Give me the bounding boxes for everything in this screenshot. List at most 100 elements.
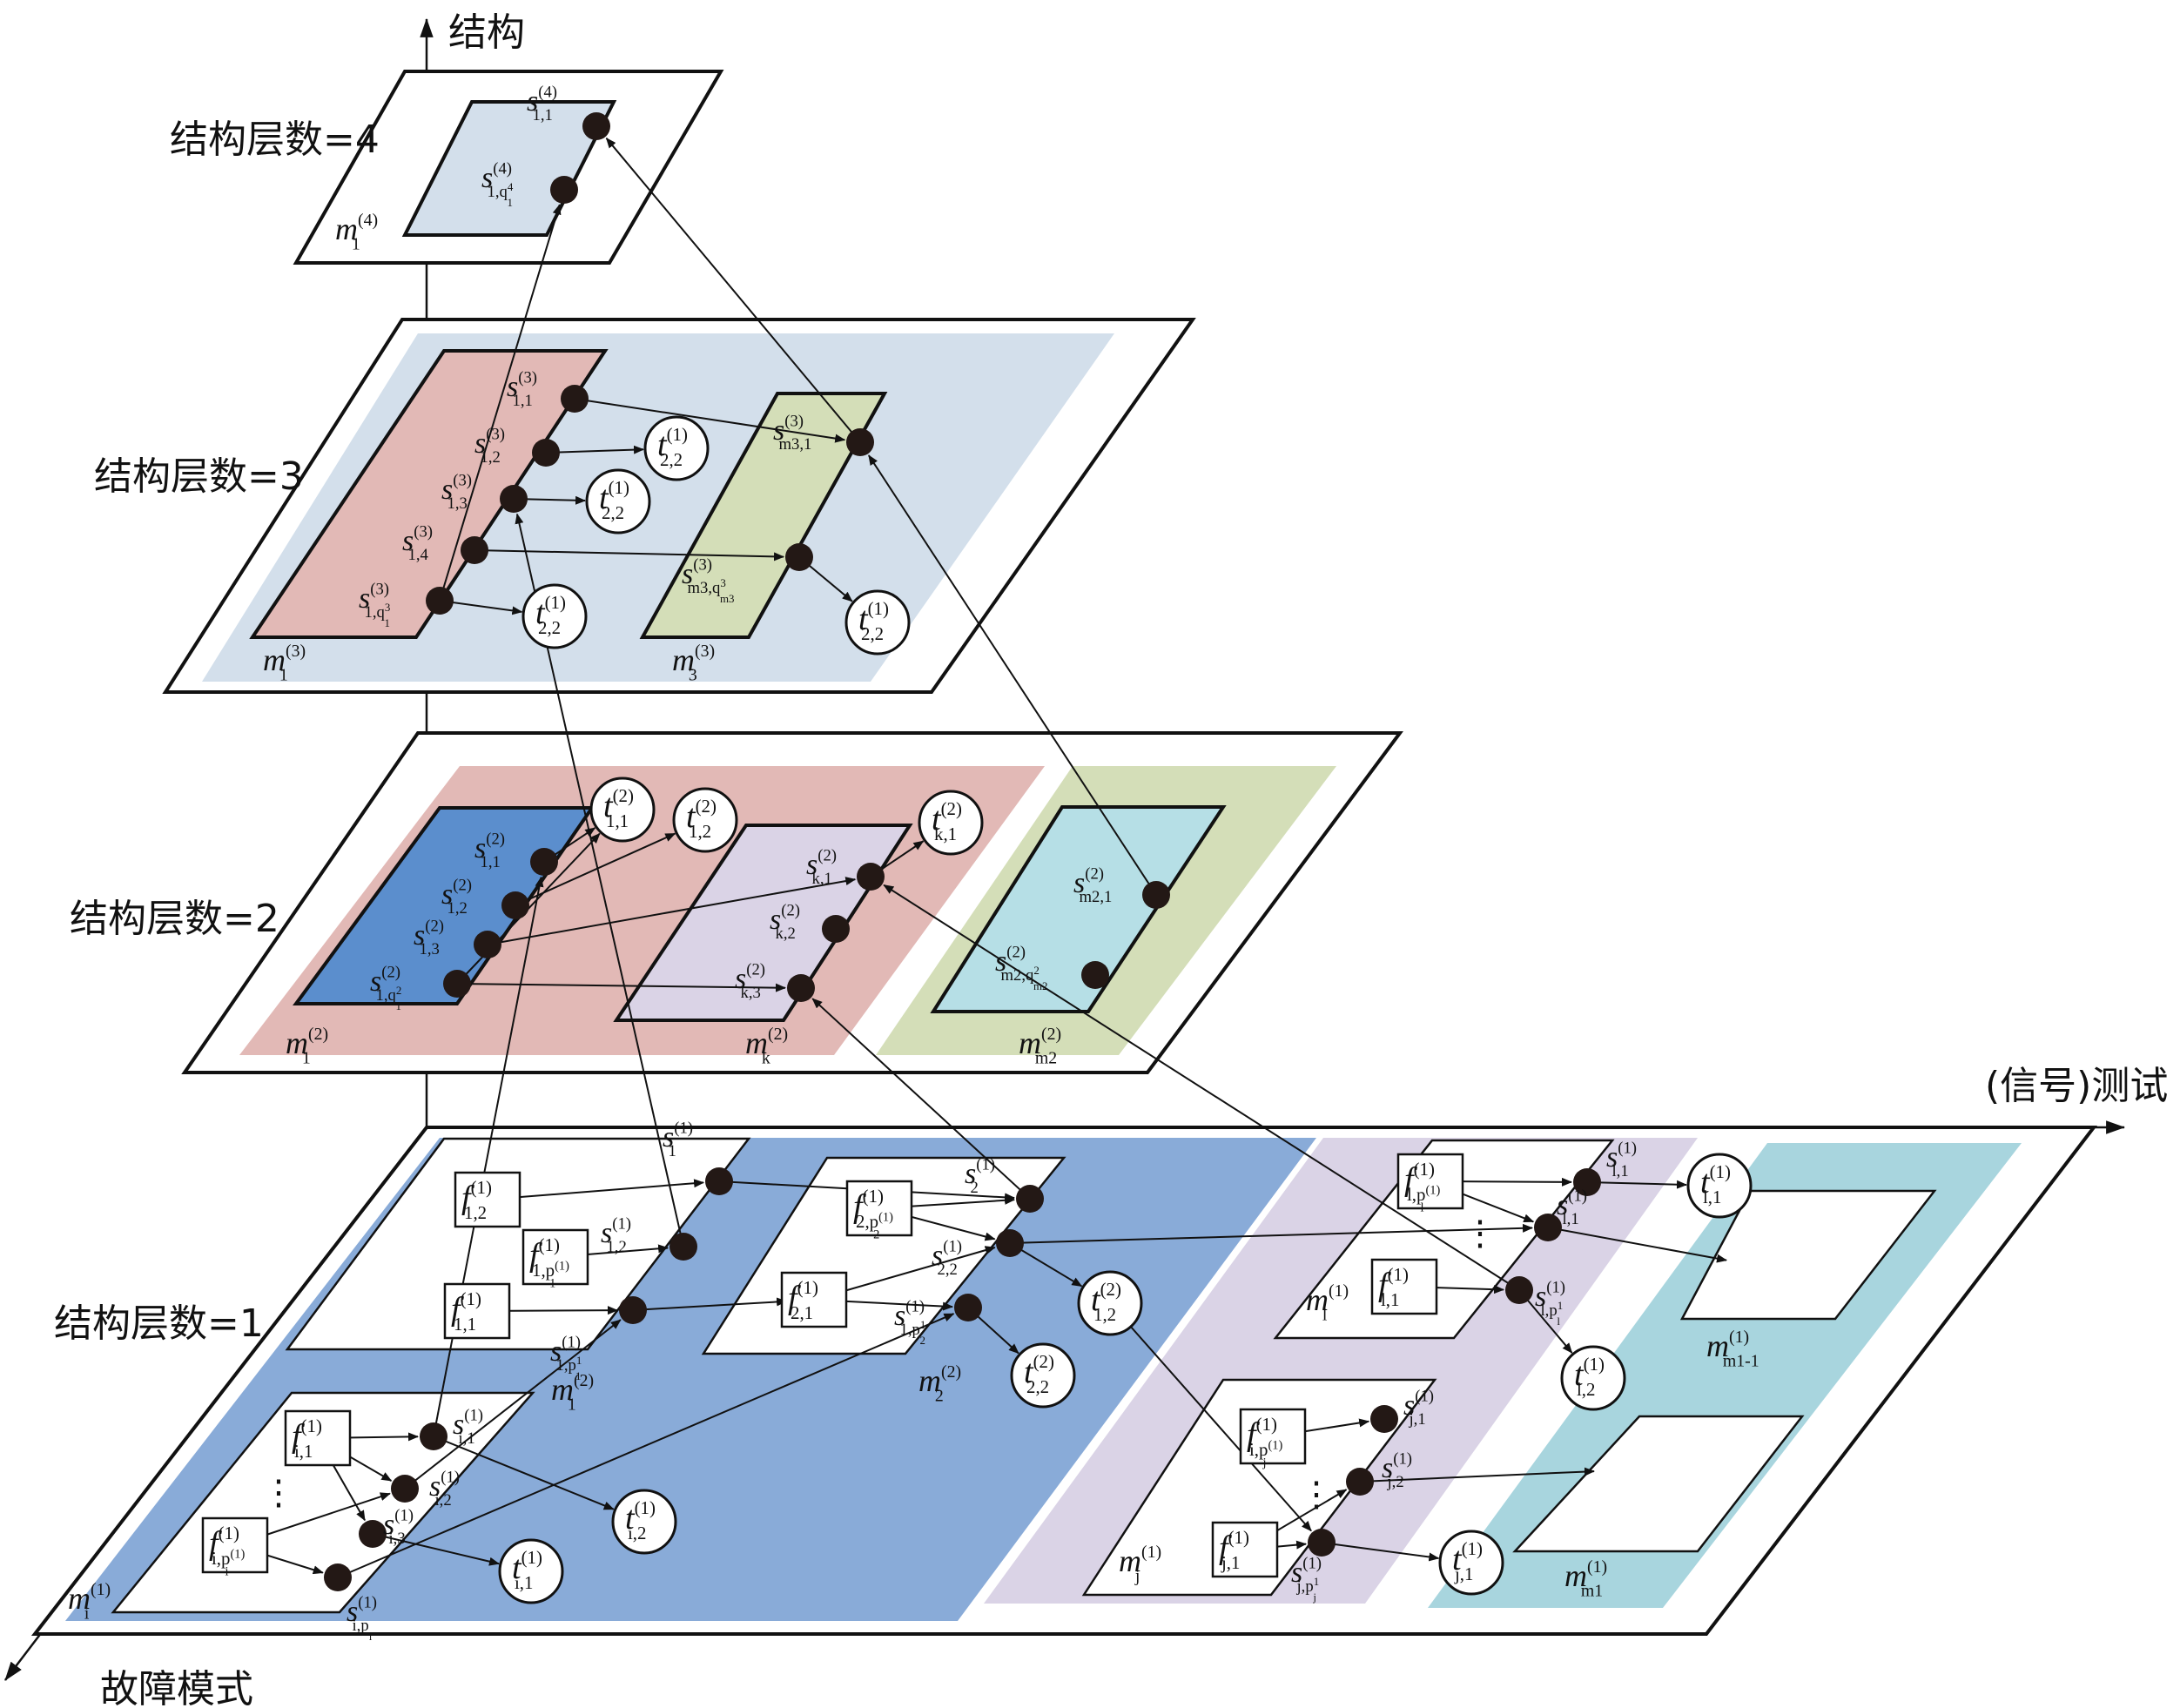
module-mk-2 bbox=[613, 824, 913, 1022]
edge-si1_1-s11_2 bbox=[433, 876, 544, 1437]
test-label-ti1_1: t(1)i,1 bbox=[512, 1547, 542, 1593]
level-2-plane: 结构层数=2 bbox=[70, 731, 1403, 1074]
fault-box-fip bbox=[201, 1516, 269, 1574]
signal-node-sjp_1 bbox=[1308, 1529, 1336, 1557]
signal-label-s14_3: s(3)1,4 bbox=[402, 523, 433, 564]
signal-label-sB_1: s(1)1,2 bbox=[601, 1215, 631, 1256]
signal-node-s1q_2 bbox=[443, 970, 471, 998]
edge-sjp_1-tj1_1 bbox=[1321, 1542, 1440, 1562]
edge-s1q_2-sk3_2 bbox=[456, 983, 787, 992]
level-2-label: 结构层数=2 bbox=[70, 897, 279, 941]
module-m1-3 bbox=[249, 349, 609, 639]
fault-label-f2p: f(1)2,p(1)2 bbox=[853, 1186, 893, 1241]
signal-node-s1q_4 bbox=[550, 176, 578, 204]
signal-node-sip_1 bbox=[324, 1563, 352, 1591]
test-label-t22_2: t(2)2,2 bbox=[1024, 1351, 1054, 1397]
signal-node-sl1b_1 bbox=[1534, 1214, 1562, 1241]
level-3-label: 结构层数=3 bbox=[94, 454, 304, 499]
signal-node-s1q_3 bbox=[426, 587, 454, 615]
edge-si2_1-sC_1 bbox=[404, 1319, 622, 1489]
test-label-t11_2: t(2)1,1 bbox=[603, 785, 634, 831]
test-circle-t22b bbox=[585, 468, 651, 535]
fault-box-fj1 bbox=[1211, 1521, 1279, 1578]
signal-label-sl1_1: s(1)l,1 bbox=[1606, 1140, 1637, 1180]
fault-label-f1p: f(1)1,p(1)1 bbox=[529, 1234, 569, 1290]
test-label-tk1_2: t(2)k,1 bbox=[932, 798, 962, 844]
signal-label-sA_1: s(1)1 bbox=[663, 1120, 693, 1160]
module-m3-3 bbox=[639, 392, 888, 639]
fault-box-f2p bbox=[845, 1180, 913, 1237]
module-label-m1_3: m(3)1 bbox=[263, 642, 306, 685]
test-label-t22d: t(1)2,2 bbox=[858, 598, 889, 644]
fault-box-f12 bbox=[454, 1171, 521, 1228]
fault-box-fl1 bbox=[1370, 1258, 1438, 1315]
signal-node-sm3q_3 bbox=[785, 543, 813, 571]
test-circle-ti1_1 bbox=[498, 1538, 564, 1604]
signal-label-sk2_2: s(2)k,2 bbox=[770, 902, 800, 943]
signal-label-sj1_1: s(1)j,1 bbox=[1403, 1388, 1434, 1429]
test-label-t22b: t(1)2,2 bbox=[599, 477, 629, 523]
fault-box-f1p bbox=[521, 1228, 589, 1286]
edge-f12-sA_1 bbox=[487, 1179, 705, 1200]
edge-slp_1-sk1_2 bbox=[883, 884, 1520, 1291]
fault-label-f11: f(1)1,1 bbox=[451, 1288, 481, 1335]
edge-s12_3-t22a bbox=[545, 445, 645, 454]
signal-node-sm31_3 bbox=[846, 428, 874, 456]
signal-node-sE_1 bbox=[996, 1229, 1024, 1257]
signal-label-s13_2: s(2)1,3 bbox=[414, 918, 444, 958]
signal-label-s11_2: s(2)1,1 bbox=[474, 830, 505, 871]
test-label-tl1_1: t(1)l,1 bbox=[1700, 1161, 1731, 1207]
structure-axis-label: 结构 bbox=[448, 10, 525, 55]
test-circle-tk1_2 bbox=[918, 790, 984, 856]
ellipsis-mi: ⋮ bbox=[261, 1473, 296, 1512]
signal-node-sj1_1 bbox=[1370, 1405, 1398, 1433]
signal-label-s13_3: s(3)1,3 bbox=[441, 472, 472, 513]
fault-label-fjp: f(1)i,p(1)j bbox=[1247, 1414, 1283, 1469]
test-label-t22c: t(1)2,2 bbox=[535, 592, 566, 638]
signal-node-si2_1 bbox=[391, 1475, 419, 1503]
test-axis-label: (信号)测试 bbox=[1985, 1064, 2168, 1108]
test-circle-t12_2 bbox=[672, 787, 738, 853]
signal-node-sD_1 bbox=[1016, 1185, 1044, 1213]
test-label-ti2_1: t(1)i,2 bbox=[625, 1497, 656, 1543]
signal-label-sj2_1: s(1)j,2 bbox=[1382, 1450, 1412, 1491]
edge-sD_1-sk3_2 bbox=[811, 998, 1031, 1200]
signal-node-s13_2 bbox=[474, 931, 501, 958]
module-mm1-1 bbox=[1512, 1415, 1805, 1553]
fault-label-fi1: f(1)i,1 bbox=[292, 1415, 322, 1462]
module-mm1-1-1 bbox=[1679, 1189, 1937, 1321]
signal-label-si3_1: s(1)i,3 bbox=[383, 1507, 414, 1548]
edge-si1_1-ti2_1 bbox=[433, 1436, 615, 1510]
signal-label-si2_1: s(1)i,2 bbox=[429, 1469, 460, 1510]
signal-label-sk1_2: s(2)k,1 bbox=[806, 847, 837, 888]
test-label-t12b_2: t(2)1,2 bbox=[1091, 1279, 1121, 1325]
signal-node-slp_1 bbox=[1505, 1276, 1533, 1304]
test-circle-tj1_1 bbox=[1438, 1530, 1504, 1596]
edge-s13_2-sk1_2 bbox=[487, 877, 857, 945]
edge-sip_1-sF_1 bbox=[337, 1313, 955, 1578]
signal-nodes bbox=[324, 112, 1601, 1591]
edge-sC_1-f21 bbox=[632, 1297, 788, 1311]
test-circle-t12b_2 bbox=[1077, 1270, 1143, 1336]
signal-node-s11_3 bbox=[561, 385, 589, 413]
module-label-mk_2: m(2)k bbox=[745, 1025, 788, 1068]
signal-label-sm31_3: s(3)m3,1 bbox=[773, 413, 811, 454]
fault-box-f21 bbox=[780, 1271, 848, 1328]
module-m1-1 bbox=[285, 1137, 751, 1351]
signal-node-sm2q_2 bbox=[1081, 961, 1109, 989]
edge-sl1_1-tl1_1 bbox=[1586, 1180, 1688, 1189]
signal-node-sk2_2 bbox=[822, 915, 850, 943]
test-circle-tl2_1 bbox=[1560, 1345, 1626, 1411]
test-circle-t22a bbox=[643, 415, 710, 481]
edge-si3_1-ti1_1 bbox=[372, 1533, 500, 1566]
signal-label-si1_1: s(1)i,1 bbox=[453, 1407, 483, 1448]
fault-label-flp: f(1)l,p(1)l bbox=[1404, 1159, 1441, 1214]
test-circle-t11_2 bbox=[589, 777, 656, 843]
test-label-t22a: t(1)2,2 bbox=[657, 424, 688, 470]
edge-s1q_3-s1q_4 bbox=[439, 204, 562, 602]
